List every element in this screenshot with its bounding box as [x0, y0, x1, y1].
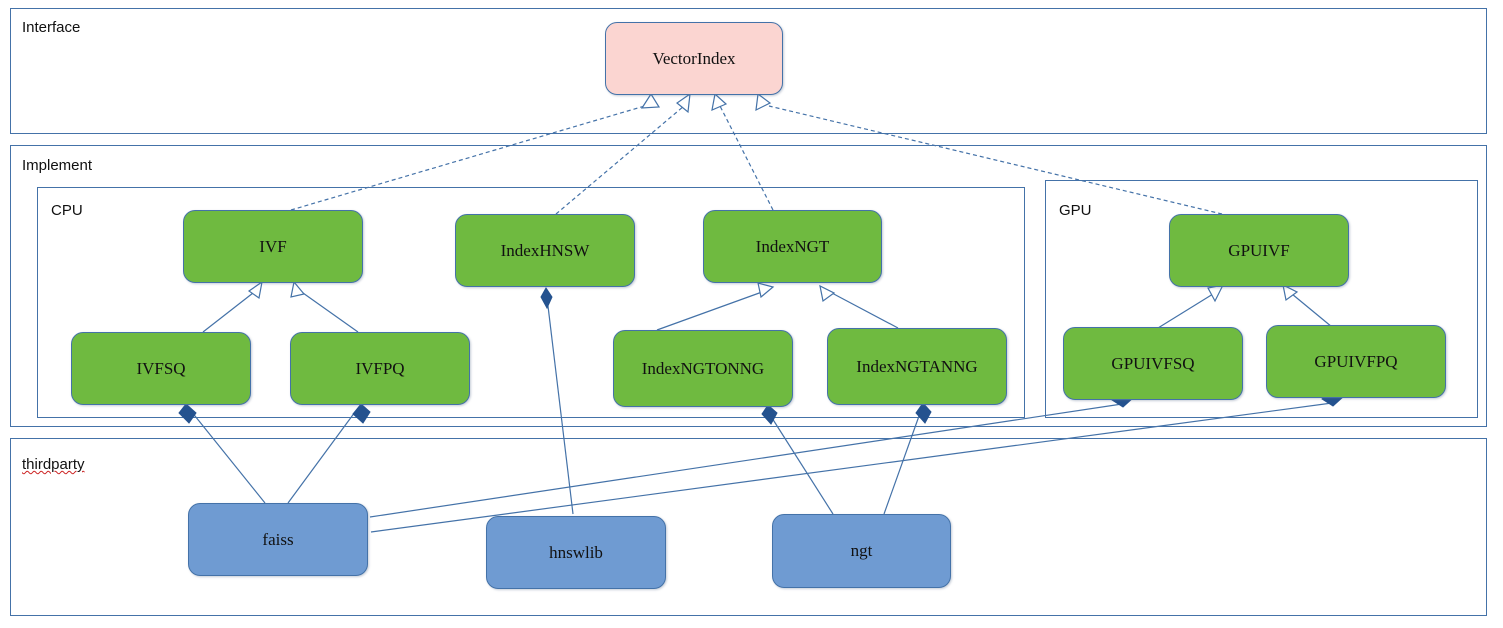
node-gpuivfpq[interactable]: GPUIVFPQ — [1266, 325, 1446, 398]
node-ivf[interactable]: IVF — [183, 210, 363, 283]
node-gpuivfsq[interactable]: GPUIVFSQ — [1063, 327, 1243, 400]
frame-label-interface: Interface — [22, 19, 81, 36]
node-hnswlib[interactable]: hnswlib — [486, 516, 666, 589]
frame-label-cpu: CPU — [51, 202, 83, 219]
frame-label-implement: Implement — [22, 157, 93, 174]
node-indexngtonng[interactable]: IndexNGTONNG — [613, 330, 793, 407]
node-indexhnsw[interactable]: IndexHNSW — [455, 214, 635, 287]
node-indexngt[interactable]: IndexNGT — [703, 210, 882, 283]
frame-label-gpu: GPU — [1059, 202, 1092, 219]
node-indexngtanng[interactable]: IndexNGTANNG — [827, 328, 1007, 405]
node-faiss[interactable]: faiss — [188, 503, 368, 576]
node-ivfpq[interactable]: IVFPQ — [290, 332, 470, 405]
node-vectorindex[interactable]: VectorIndex — [605, 22, 783, 95]
node-gpuivf[interactable]: GPUIVF — [1169, 214, 1349, 287]
node-ngt[interactable]: ngt — [772, 514, 951, 588]
frame-label-thirdparty: thirdparty — [22, 456, 85, 473]
node-ivfsq[interactable]: IVFSQ — [71, 332, 251, 405]
